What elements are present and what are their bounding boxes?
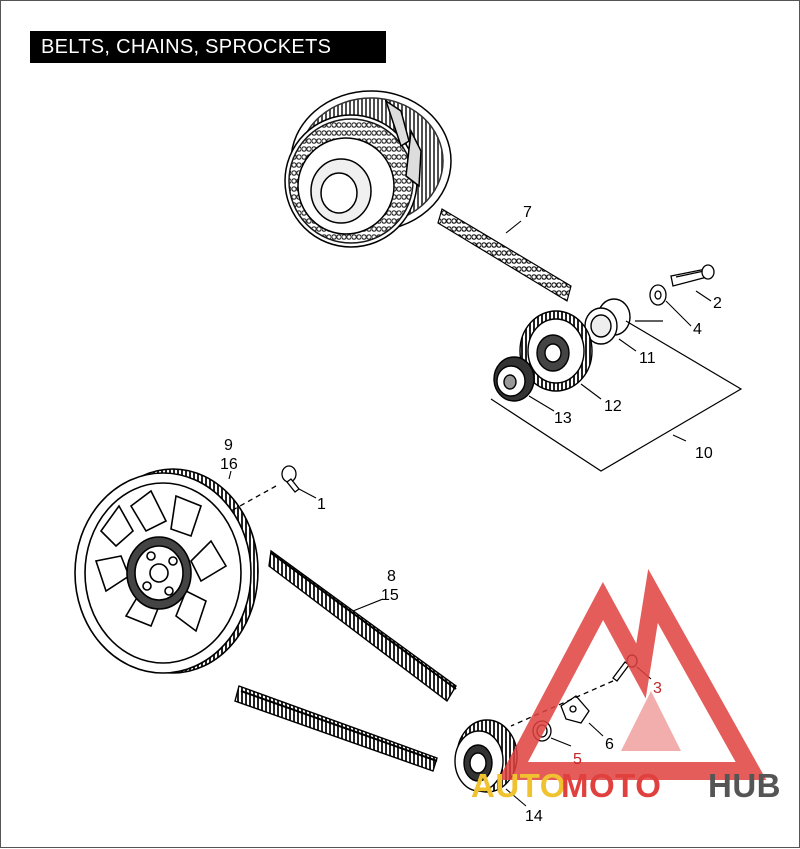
washer-4	[649, 284, 667, 306]
rear-pulley	[74, 468, 259, 674]
drive-belt	[234, 549, 457, 772]
callout-6: 6	[605, 736, 614, 753]
watermark-text: AUTO MOTO HUB	[471, 767, 781, 804]
callout-12: 12	[604, 398, 622, 415]
callouts: 1 2 3 4 5 6 7 8 9 10 11 12 13 14 15 16	[220, 204, 722, 825]
assembly-bracket-10	[490, 320, 743, 472]
callout-14: 14	[525, 808, 543, 825]
page-title: BELTS, CHAINS, SPROCKETS	[41, 36, 332, 58]
bolt-1	[230, 465, 300, 512]
callout-2: 2	[713, 295, 722, 312]
callout-10: 10	[695, 445, 713, 462]
callout-1: 1	[317, 496, 326, 513]
title-bar: BELTS, CHAINS, SPROCKETS	[30, 31, 386, 63]
callout-11: 11	[639, 350, 656, 367]
watermark-part1: AUTO	[471, 767, 566, 804]
watermark-part3: HUB	[708, 767, 781, 804]
callout-13: 13	[554, 410, 572, 427]
watermark-part2: MOTO	[561, 767, 661, 804]
callout-15: 15	[381, 587, 399, 604]
bolt-2	[670, 264, 715, 287]
clutch-assembly	[284, 90, 452, 248]
leader-lines	[228, 220, 712, 807]
watermark-logo	[498, 569, 767, 780]
primary-chain	[437, 208, 572, 302]
callout-9: 9	[224, 437, 233, 454]
callout-3: 3	[653, 680, 662, 697]
spline-hub-11	[584, 298, 631, 345]
compensator-13	[493, 356, 535, 402]
callout-7: 7	[523, 204, 532, 221]
callout-16: 16	[220, 456, 238, 473]
callout-4: 4	[693, 321, 702, 338]
callout-5: 5	[573, 751, 582, 768]
lock-plate-6	[560, 695, 590, 724]
engine-sprocket-12	[519, 310, 593, 392]
callout-8: 8	[387, 568, 396, 585]
